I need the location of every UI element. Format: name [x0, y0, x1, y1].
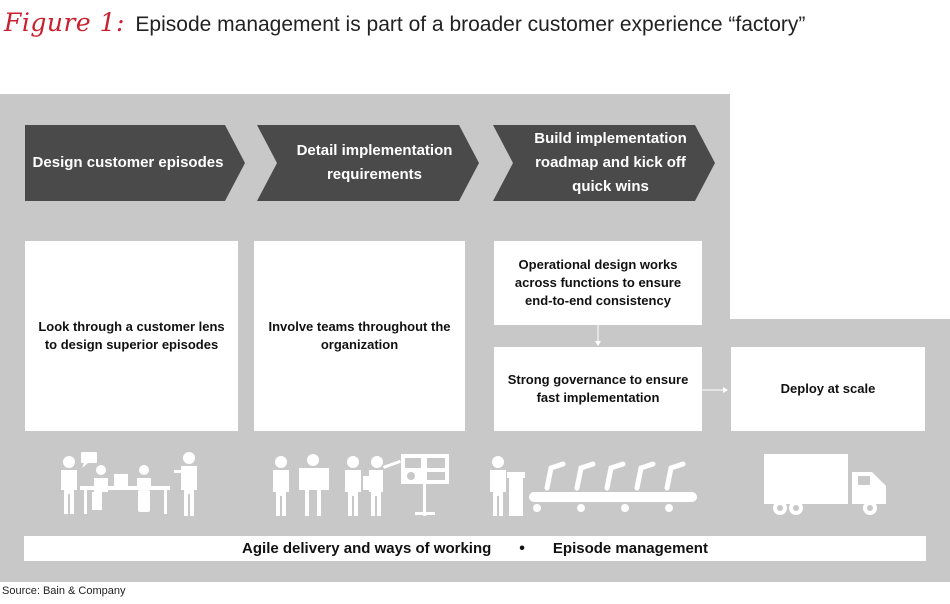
figure-heading: Episode management is part of a broader …: [135, 13, 806, 36]
arrow-down-icon: [595, 325, 601, 346]
assembly-line-icon: [490, 456, 697, 516]
delivery-truck-icon: [764, 454, 886, 515]
agile-delivery-label: Agile delivery and ways of working: [242, 540, 492, 557]
bottom-bar: Agile delivery and ways of working • Epi…: [24, 536, 926, 561]
episode-management-label: Episode management: [552, 540, 708, 557]
card-operational-design: Operational design works across function…: [494, 241, 702, 325]
step-detail-label: Detail implementation requirements: [296, 142, 453, 183]
arrow-right-icon: [702, 387, 728, 393]
figure-label: Figure 1:: [4, 8, 125, 37]
step-design-label: Design customer episodes: [32, 154, 224, 171]
figure-title: Figure 1: Episode management is part of …: [4, 8, 805, 40]
planning-workshop-icon: [273, 454, 449, 516]
chevron-step-2: [257, 125, 479, 201]
card-deploy-at-scale: Deploy at scale: [731, 347, 925, 431]
card-strong-governance: Strong governance to ensure fast impleme…: [494, 347, 702, 431]
source-note: Source: Bain & Company: [2, 585, 126, 597]
card-involve-teams: Involve teams throughout the organizatio…: [254, 241, 465, 431]
team-meeting-icon: [61, 452, 197, 516]
chevron-step-3: [493, 125, 715, 201]
step-build-label: Build implementation roadmap and kick of…: [534, 130, 687, 195]
separator-bullet: •: [519, 539, 525, 557]
card-design-episodes: Look through a customer lens to design s…: [25, 241, 238, 431]
chevron-step-1: [25, 125, 245, 201]
